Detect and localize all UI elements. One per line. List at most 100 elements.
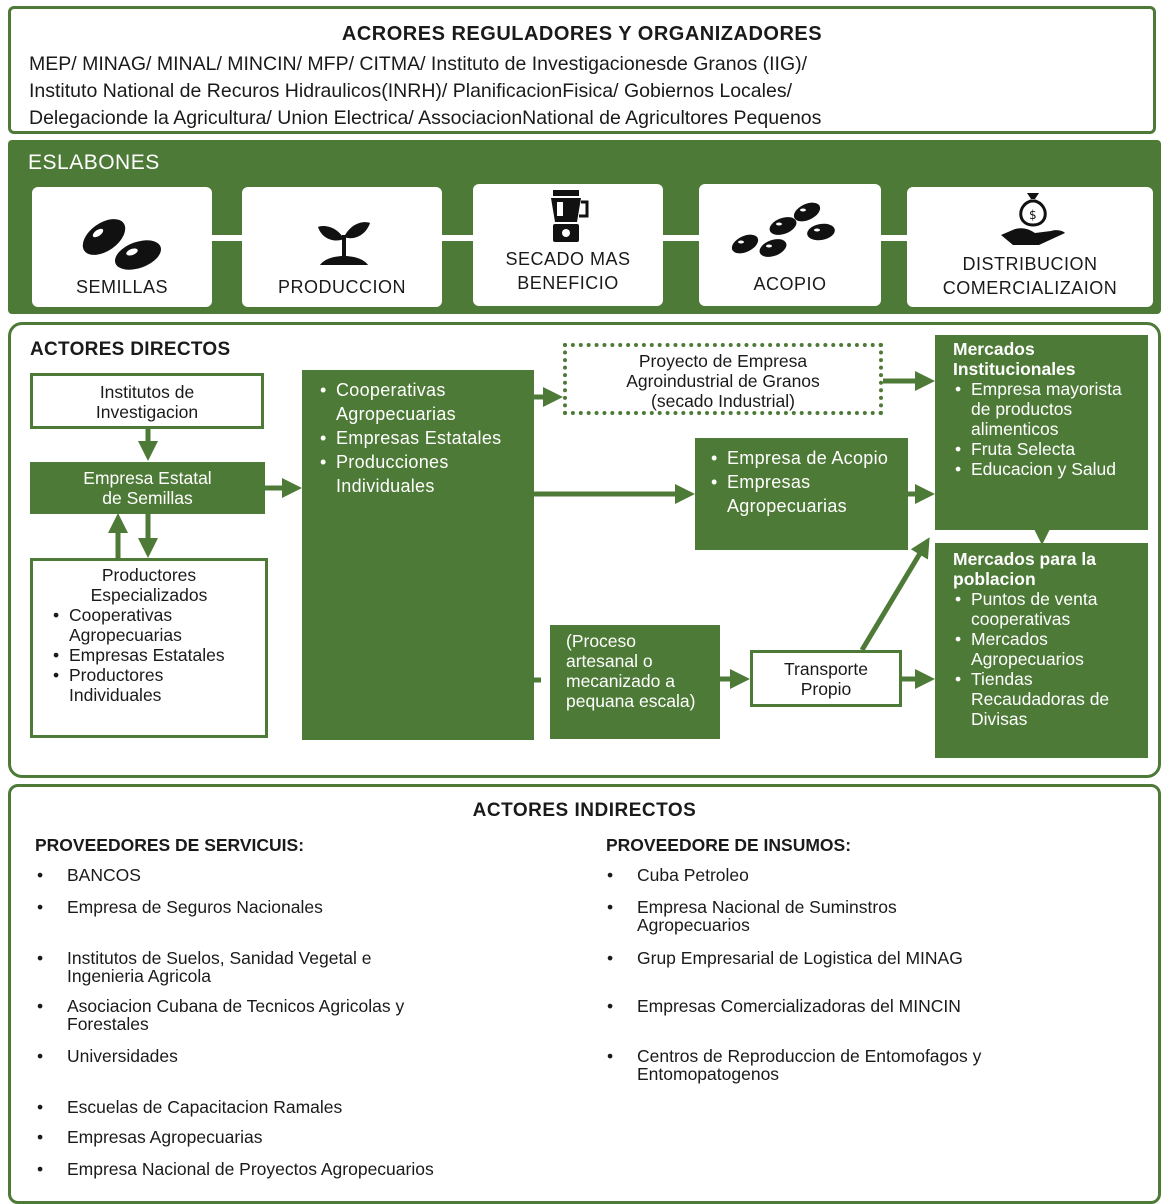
beans-pile-icon [725, 198, 839, 265]
bullet: • [37, 1097, 44, 1117]
list-item: Empresas Estatales [318, 426, 520, 450]
institutos-line: Institutos de [99, 382, 195, 402]
insumo-text: Empresa Nacional de Suminstros [637, 897, 897, 917]
indirectos-title: ACTORES INDIRECTOS [472, 800, 697, 821]
bullet: • [607, 865, 614, 885]
transporte-line: Transporte [784, 659, 868, 679]
insumo-text: Centros de Reproduccion de Entomofagos y [637, 1046, 982, 1066]
bullet: • [607, 897, 614, 917]
servicio-text: BANCOS [67, 865, 141, 885]
servicio-text: Universidades [67, 1046, 178, 1066]
blender-icon [545, 188, 589, 249]
list-item: Fruta Selecta [953, 439, 1142, 459]
reguladores-line: MEP/ MINAG/ MINAL/ MINCIN/ MFP/ CITMA/ I… [29, 53, 808, 75]
flow-arrows [108, 371, 1052, 689]
eslabon-label: SECADO MAS BENEFICIO [473, 247, 663, 295]
reguladores-line: Delegacionde la Agricultura/ Union Elect… [29, 107, 822, 129]
eslabon-distribucion: $ DISTRIBUCION COMERCIALIZAION [907, 187, 1153, 307]
proyecto-line: Proyecto de Empresa [638, 351, 808, 371]
money-bag-hand-icon: $ [999, 189, 1069, 252]
list-item: Cooperativas Agropecuarias [318, 378, 520, 426]
chain-connector [878, 235, 920, 241]
eslabon-acopio: ACOPIO [699, 184, 881, 306]
proceso-box: (Proceso artesanal o mecanizado a pequan… [550, 625, 720, 739]
eslabon-label: DISTRIBUCION COMERCIALIZAION [907, 252, 1153, 300]
mercados-poblacion-list: Puntos de venta cooperativas Mercados Ag… [953, 589, 1142, 729]
list-item: Producciones Individuales [318, 450, 520, 498]
insumos-title: PROVEEDORE DE INSUMOS: [606, 835, 852, 855]
eslabones-title: ESLABONES [28, 151, 160, 174]
productores-list: Cooperativas Agropecuarias Empresas Esta… [51, 605, 259, 705]
insumo-text: Empresas Comercializadoras del MINCIN [637, 996, 961, 1016]
servicio-text: Ingenieria Agricola [67, 966, 211, 986]
svg-text:$: $ [1029, 208, 1037, 222]
eslabon-label: ACOPIO [753, 274, 827, 294]
list-item: Mercados Agropecuarios [953, 629, 1142, 669]
institutos-box: Institutos de Investigacion [30, 373, 264, 429]
bullet: • [607, 996, 614, 1016]
proyecto-line: Agroindustrial de Granos [626, 371, 820, 391]
eslabon-label-line: SECADO MAS [505, 249, 631, 269]
reguladores-title: ACRORES REGULADORES Y ORGANIZADORES [341, 23, 823, 45]
empresa-semillas-line: Empresa Estatal [83, 468, 212, 488]
transporte-box: Transporte Propio [750, 650, 902, 707]
bullet: • [37, 1159, 44, 1179]
reguladores-list: MEP/ MINAG/ MINAL/ MINCIN/ MFP/ CITMA/ I… [29, 51, 1154, 132]
insumo-text: Grup Empresarial de Logistica del MINAG [637, 948, 963, 968]
proyecto-box: Proyecto de Empresa Agroindustrial de Gr… [563, 343, 883, 415]
indirectos-panel: ACTORES INDIRECTOS PROVEEDORES DE SERVIC… [8, 784, 1161, 1204]
eslabon-label-line: BENEFICIO [517, 273, 619, 293]
list-item: Educacion y Salud [953, 459, 1142, 479]
eslabon-semillas: SEMILLAS [32, 187, 212, 307]
eslabon-label: PRODUCCION [277, 277, 406, 297]
list-item: Cooperativas Agropecuarias [51, 605, 259, 645]
institutos-line: Investigacion [95, 402, 199, 422]
produccion-actores-list: Cooperativas Agropecuarias Empresas Esta… [318, 378, 520, 498]
eslabon-produccion: PRODUCCION [242, 187, 442, 307]
servicio-text: Escuelas de Capacitacion Ramales [67, 1097, 343, 1117]
empresa-semillas-line: de Semillas [102, 488, 193, 508]
chain-connector [658, 235, 704, 241]
acopio-actores-list: Empresa de Acopio Empresas Agropecuarias [709, 446, 900, 518]
chain-connector [438, 235, 478, 241]
bullet: • [607, 1046, 614, 1066]
bullet: • [37, 1046, 44, 1066]
list-item: Empresa de Acopio [709, 446, 900, 470]
produccion-actores-box: Cooperativas Agropecuarias Empresas Esta… [302, 370, 534, 740]
insumo-text: Agropecuarios [637, 915, 750, 935]
mercados-institucionales-list: Empresa mayorista de productos alimentic… [953, 379, 1142, 479]
list-item: Empresas Agropecuarias [709, 470, 900, 518]
transporte-line: Propio [800, 679, 852, 699]
mercados-institucionales-box: Mercados Institucionales Empresa mayoris… [935, 335, 1148, 530]
servicio-text: Institutos de Suelos, Sanidad Vegetal e [67, 948, 372, 968]
insumo-text: Entomopatogenos [637, 1064, 780, 1084]
beans-icon [74, 213, 170, 280]
eslabones-panel: ESLABONES SEMILLAS PRODUCCION [8, 140, 1161, 314]
insumo-text: Cuba Petroleo [637, 865, 749, 885]
list-item: Productores Individuales [51, 665, 259, 705]
reguladores-line: Instituto National de Recuros Hidraulico… [29, 80, 792, 102]
reguladores-panel: ACRORES REGULADORES Y ORGANIZADORES MEP/… [8, 6, 1156, 134]
bullet: • [37, 996, 44, 1016]
bullet: • [607, 948, 614, 968]
bullet: • [37, 897, 44, 917]
servicio-text: Empresa Nacional de Proyectos Agropecuar… [67, 1159, 434, 1179]
directos-title: ACTORES DIRECTOS [30, 339, 231, 360]
mercados-poblacion-box: Mercados para la poblacion Puntos de ven… [935, 543, 1148, 758]
mercados-institucionales-title: Mercados Institucionales [953, 339, 1076, 379]
servicio-text: Empresa de Seguros Nacionales [67, 897, 323, 917]
list-item: Puntos de venta cooperativas [953, 589, 1142, 629]
productores-box: Productores Especializados Cooperativas … [30, 558, 268, 738]
list-item: Tiendas Recaudadoras de Divisas [953, 669, 1142, 729]
bullet: • [37, 948, 44, 968]
chain-connector [208, 235, 246, 241]
servicios-title: PROVEEDORES DE SERVICUIS: [35, 835, 305, 855]
servicio-text: Empresas Agropecuarias [67, 1127, 263, 1147]
empresa-semillas-box: Empresa Estatal de Semillas [30, 462, 265, 514]
bullet: • [37, 865, 44, 885]
eslabon-label-line: DISTRIBUCION [962, 254, 1098, 274]
sprout-icon [314, 217, 374, 272]
acopio-actores-box: Empresa de Acopio Empresas Agropecuarias [695, 438, 908, 550]
productores-title: Especializados [90, 585, 208, 605]
arrow-transporte-to-institucionales [859, 537, 930, 652]
